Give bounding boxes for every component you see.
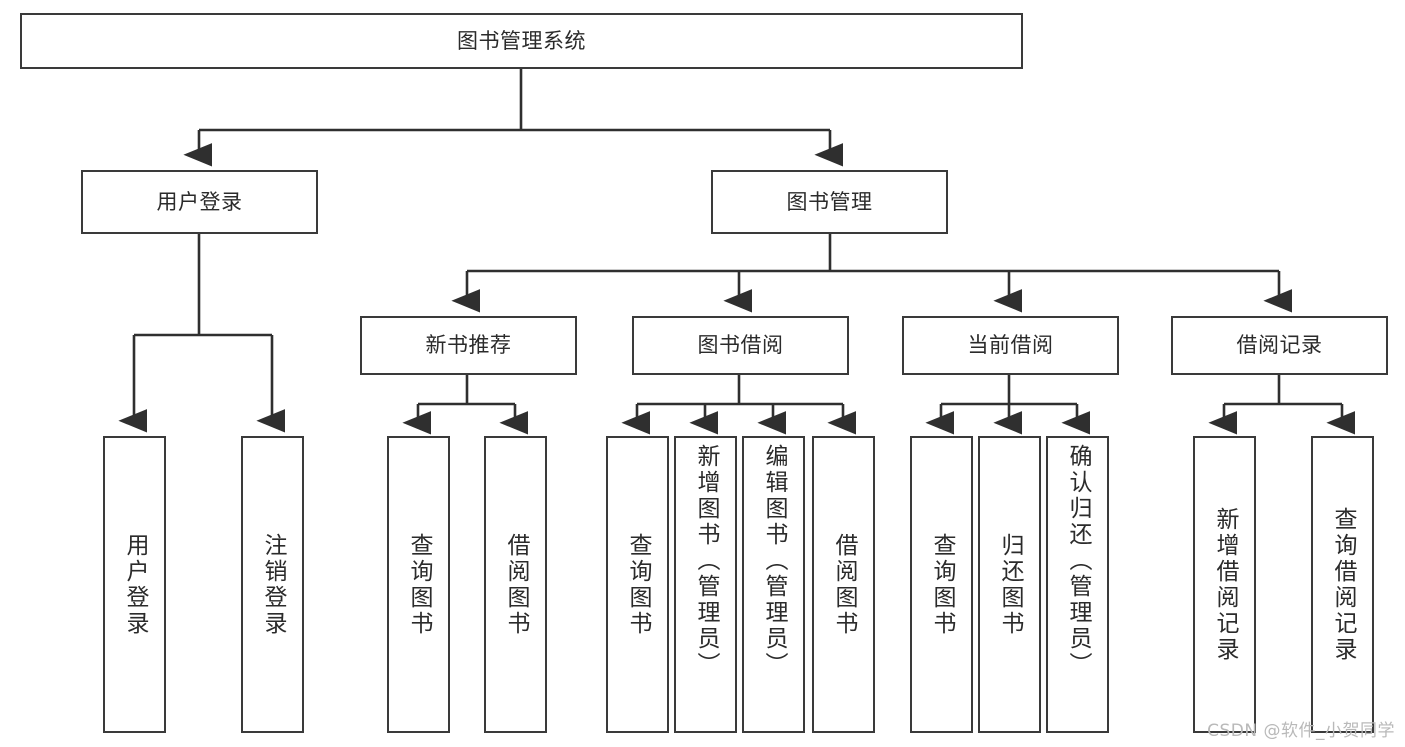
leaf-new-book-query-book[interactable]: 查询图书 bbox=[387, 436, 450, 733]
node-label: 用户登录 bbox=[122, 532, 148, 637]
leaf-book-borrow-query-book[interactable]: 查询图书 bbox=[606, 436, 669, 733]
node-label: 确认归还（管理员） bbox=[1065, 444, 1091, 678]
node-label: 新增借阅记录 bbox=[1212, 506, 1238, 663]
leaf-user-login-login[interactable]: 用户登录 bbox=[103, 436, 166, 733]
node-new-book-recommend[interactable]: 新书推荐 bbox=[360, 316, 577, 375]
leaf-book-borrow-add-book-admin[interactable]: 新增图书（管理员） bbox=[674, 436, 737, 733]
node-label: 查询借阅记录 bbox=[1330, 506, 1356, 663]
node-label: 新增图书（管理员） bbox=[693, 444, 719, 678]
node-root-book-management-system[interactable]: 图书管理系统 bbox=[20, 13, 1023, 69]
node-label: 新书推荐 bbox=[425, 333, 512, 358]
node-label: 编辑图书（管理员） bbox=[761, 444, 787, 678]
node-user-login[interactable]: 用户登录 bbox=[81, 170, 318, 234]
leaf-user-login-logout[interactable]: 注销登录 bbox=[241, 436, 304, 733]
node-label: 归还图书 bbox=[997, 532, 1023, 637]
node-label: 用户登录 bbox=[156, 189, 243, 214]
node-borrow-record[interactable]: 借阅记录 bbox=[1171, 316, 1388, 375]
node-label: 借阅图书 bbox=[503, 532, 529, 637]
leaf-current-borrow-query-book[interactable]: 查询图书 bbox=[910, 436, 973, 733]
node-label: 查询图书 bbox=[929, 532, 955, 637]
node-label: 查询图书 bbox=[625, 532, 651, 637]
leaf-new-book-borrow-book[interactable]: 借阅图书 bbox=[484, 436, 547, 733]
node-label: 图书借阅 bbox=[697, 333, 784, 358]
node-label: 查询图书 bbox=[406, 532, 432, 637]
node-label: 借阅记录 bbox=[1236, 333, 1323, 358]
node-current-borrow[interactable]: 当前借阅 bbox=[902, 316, 1119, 375]
leaf-current-borrow-return-book[interactable]: 归还图书 bbox=[978, 436, 1041, 733]
node-label: 借阅图书 bbox=[831, 532, 857, 637]
node-label: 当前借阅 bbox=[967, 333, 1054, 358]
node-book-management[interactable]: 图书管理 bbox=[711, 170, 948, 234]
leaf-borrow-record-query-record[interactable]: 查询借阅记录 bbox=[1311, 436, 1374, 733]
watermark-text: CSDN @软件_小贺同学 bbox=[1207, 721, 1395, 741]
node-book-borrow[interactable]: 图书借阅 bbox=[632, 316, 849, 375]
leaf-borrow-record-add-record[interactable]: 新增借阅记录 bbox=[1193, 436, 1256, 733]
leaf-current-borrow-confirm-return-admin[interactable]: 确认归还（管理员） bbox=[1046, 436, 1109, 733]
node-label: 图书管理系统 bbox=[457, 28, 586, 53]
node-label: 图书管理 bbox=[786, 189, 873, 214]
leaf-book-borrow-edit-book-admin[interactable]: 编辑图书（管理员） bbox=[742, 436, 805, 733]
node-label: 注销登录 bbox=[260, 532, 286, 637]
leaf-book-borrow-borrow-book[interactable]: 借阅图书 bbox=[812, 436, 875, 733]
